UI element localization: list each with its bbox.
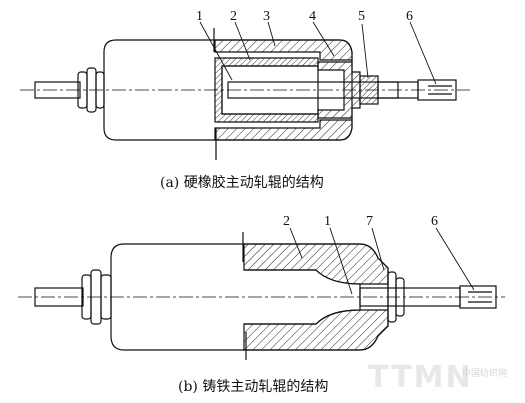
fig-a-label-1: 1 [196, 9, 203, 24]
figure-a-caption: (a) 硬橡胶主动轧辊的结构 [160, 175, 324, 191]
figure-a-drawing [20, 21, 470, 160]
fig-b-label-1: 1 [324, 214, 331, 229]
fig-b-cast-iron-shell [243, 243, 389, 285]
figure-a-labels: 1 2 3 4 5 6 [196, 9, 413, 24]
fig-a-label-2: 2 [230, 9, 237, 24]
fig-a-label-5: 5 [358, 9, 365, 24]
figure-b-caption: (b) 铸铁主动轧辊的结构 [178, 379, 329, 395]
fig-b-label-7: 7 [366, 214, 373, 229]
fig-b-break-line [242, 232, 247, 360]
figure-b-labels: 2 1 7 6 [283, 214, 438, 229]
watermark-logo: TTMN [368, 360, 473, 395]
fig-a-label-3: 3 [263, 9, 270, 24]
fig-a-label-4: 4 [309, 9, 316, 24]
fig-b-label-6: 6 [431, 214, 438, 229]
fig-a-rubber-sleeve [214, 39, 353, 61]
watermark-site: 中国纺织网 [462, 369, 508, 379]
fig-b-label-2: 2 [283, 214, 290, 229]
fig-a-end-cap [317, 61, 361, 119]
fig-a-label-6: 6 [406, 9, 413, 24]
figure-b-drawing [18, 227, 505, 360]
